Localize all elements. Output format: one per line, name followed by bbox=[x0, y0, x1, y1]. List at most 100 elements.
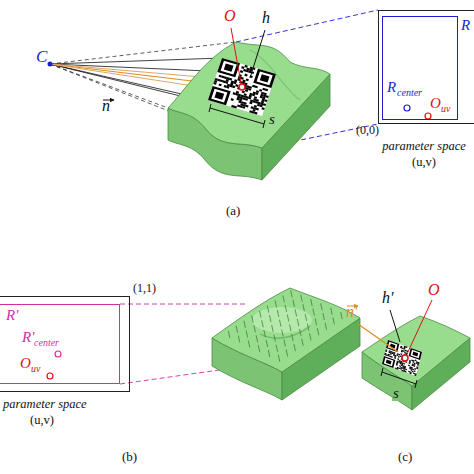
normal-vectors bbox=[297, 319, 299, 326]
normal-vectors bbox=[302, 339, 304, 346]
normal-vectors bbox=[275, 300, 277, 307]
qr-code bbox=[417, 364, 419, 366]
parameter-space-box: R'parameter space(u,v) bbox=[0, 296, 130, 392]
qr-code bbox=[406, 346, 408, 348]
normal-vectors bbox=[228, 290, 342, 361]
qr-code bbox=[391, 356, 393, 358]
surface-top bbox=[362, 316, 470, 386]
dimension-line bbox=[382, 372, 416, 384]
qr-code bbox=[393, 354, 395, 356]
qr-code bbox=[416, 362, 418, 364]
qr-code bbox=[208, 86, 231, 105]
qr-code bbox=[386, 340, 399, 352]
qr-code bbox=[211, 89, 227, 103]
qr-code bbox=[253, 69, 276, 88]
qr-code bbox=[384, 354, 386, 356]
point-marker bbox=[47, 373, 53, 379]
point-marker bbox=[425, 113, 431, 119]
surface-shading bbox=[250, 50, 300, 100]
qr-code bbox=[255, 92, 258, 95]
qr-code bbox=[242, 90, 245, 93]
normal-vectors bbox=[256, 335, 258, 342]
qr-code bbox=[389, 355, 391, 357]
qr-code bbox=[390, 353, 392, 355]
qr-code bbox=[256, 108, 259, 111]
qr-code bbox=[246, 78, 249, 81]
normal-vectors bbox=[292, 334, 294, 341]
dimension-tick bbox=[263, 120, 265, 128]
point-label: O bbox=[430, 96, 441, 111]
center-label: R bbox=[387, 80, 396, 95]
qr-code bbox=[409, 367, 411, 369]
qr-code bbox=[405, 350, 407, 352]
qr-code bbox=[400, 353, 402, 355]
qr-code bbox=[235, 84, 238, 87]
qr-code bbox=[403, 348, 405, 350]
height-label: h bbox=[262, 10, 270, 26]
qr-code bbox=[388, 355, 390, 357]
qr-code bbox=[388, 351, 390, 353]
qr-code bbox=[398, 361, 400, 363]
normal-line bbox=[358, 324, 398, 352]
center-label: R' bbox=[22, 330, 34, 345]
height-line bbox=[250, 30, 265, 78]
qr-code bbox=[257, 71, 273, 85]
qr-code bbox=[254, 112, 257, 115]
qr-code bbox=[218, 84, 221, 87]
qr-code bbox=[405, 369, 407, 371]
qr-code bbox=[411, 359, 413, 361]
qr-code bbox=[214, 92, 224, 100]
normal-vectors bbox=[248, 340, 250, 347]
normal-vectors bbox=[293, 300, 295, 307]
normal-vectors bbox=[294, 344, 296, 351]
normal-vectors bbox=[310, 333, 312, 340]
point-label: O bbox=[428, 282, 440, 298]
normal-vectors bbox=[313, 309, 315, 316]
qr-code bbox=[414, 368, 416, 370]
normal-vectors bbox=[252, 316, 254, 323]
leader-line bbox=[407, 300, 432, 354]
qr-code bbox=[400, 363, 402, 365]
qr-code bbox=[395, 367, 397, 369]
height-line bbox=[390, 310, 400, 342]
qr-code bbox=[224, 64, 234, 72]
qr-code bbox=[398, 356, 400, 358]
normal-vectors bbox=[321, 303, 323, 310]
view-ray bbox=[50, 58, 222, 64]
normal-vectors bbox=[277, 310, 279, 317]
normal-vectors bbox=[254, 325, 256, 332]
normal-vectors bbox=[301, 295, 303, 302]
region-label: R' bbox=[6, 308, 18, 323]
qr-code bbox=[402, 367, 404, 369]
normal-vectors bbox=[282, 330, 284, 337]
qr-code bbox=[414, 370, 416, 372]
qr-code bbox=[242, 106, 245, 109]
dimension-line bbox=[210, 108, 264, 124]
normal-vectors bbox=[287, 315, 289, 322]
qr-code bbox=[231, 98, 234, 101]
normal-vectors bbox=[291, 290, 293, 297]
qr-code bbox=[229, 78, 232, 81]
panel-label: (c) bbox=[398, 450, 412, 463]
normal-vectors bbox=[258, 345, 260, 352]
qr-code bbox=[396, 354, 398, 356]
normal-vectors bbox=[315, 318, 317, 325]
qr-code bbox=[409, 348, 422, 360]
point-label: O bbox=[20, 356, 31, 371]
size-label: s bbox=[392, 386, 400, 401]
normal-vectors bbox=[264, 330, 266, 337]
corner-coordinate: (0,0) bbox=[356, 124, 379, 136]
qr-code bbox=[208, 58, 276, 116]
qr-code bbox=[232, 85, 235, 88]
normal-vectors bbox=[311, 299, 313, 306]
qr-code bbox=[245, 89, 248, 92]
panel-label: (b) bbox=[122, 450, 137, 463]
center-marker bbox=[404, 105, 410, 111]
normal-vectors bbox=[305, 314, 307, 321]
normal-vectors bbox=[283, 295, 285, 302]
region-box: R' bbox=[0, 304, 120, 384]
qr-code bbox=[414, 374, 416, 376]
qr-code bbox=[410, 373, 412, 375]
normal-vectors bbox=[268, 350, 270, 357]
point-label: O bbox=[224, 8, 236, 24]
